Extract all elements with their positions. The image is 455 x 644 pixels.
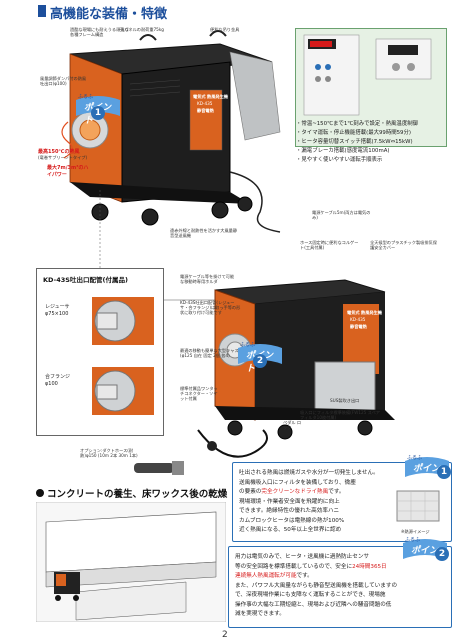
textline: 減を実現できます。 (235, 611, 285, 617)
top-panel-name: 静音電熱 (197, 108, 214, 113)
textline: できます。絶縁特性の優れた高効率ハニ (239, 508, 340, 514)
feature-list: 常温~150℃まで1℃刻みで設定・熱風温度制御 タイマ運転・停止機能搭載(最大9… (296, 120, 451, 165)
label-hot-air: 最高150℃の熱風 (38, 149, 80, 155)
top-front-panel (189, 89, 223, 151)
heater-caption: ※熱源イメージ (401, 529, 430, 534)
flange-size: φ100 (45, 381, 58, 387)
label-cover: 全天候型のプラスチック製吸排気保護安全カバー (370, 240, 437, 251)
textline: 現場環境・作業者安全面を飛躍的に向上 (239, 498, 340, 505)
section-title: コンクリートの養生、床ワックス後の乾燥 (47, 489, 228, 500)
label-handle: 便利な吊り金具 (210, 27, 240, 32)
point2-small-number: 2 (435, 547, 449, 561)
safety-info-box: 用力は電気のみで、ヒータ・送風機に過熱防止センサ 等の安全回路を標準搭載している… (228, 537, 452, 628)
bottom-machine-illustration (214, 279, 395, 440)
label-damper: 風量調節ダンパ付の熱風吐出口(φ100) (40, 76, 87, 87)
label-pedal: ペダル ロック (283, 420, 302, 431)
label-hi-way: 最大7m/3m³のハイパワー (47, 165, 89, 178)
textline-post: です。 (296, 573, 313, 579)
point1-small-number: 1 (437, 465, 451, 479)
textline: 送風機吸入口にフィルタを装備しており、微塵 (239, 479, 356, 486)
point1-small-furi: ふるふ (407, 455, 423, 461)
top-panel-brand: 電気式 熱風発生機 (193, 94, 228, 99)
duct-hose-illustration (134, 461, 184, 475)
accessory-outlet-box: KD-43S吐出口配管(付属品) レジューサ φ75×100 合フランジ φ10… (36, 268, 164, 436)
label-sheath: 遠赤外線と耐熱性を活かす大風量静音型送風機 (170, 228, 238, 239)
textline: カムブロックヒータは電熱線の熱が100% (239, 517, 345, 524)
top-panel-model: KD-435 (197, 101, 213, 106)
point2-furi: ふるふ (240, 342, 256, 348)
textline: で、深夜現場作業にも支障なく運転することができ、現場施 (235, 592, 386, 598)
label-duct: オプション:ダクトホース(耐熱)φ150 (10m 2本 30m 1本) (80, 448, 138, 459)
point-badge-2-small: ふるふ ポイント 2 (401, 535, 449, 569)
kd-box-title: KD-43S吐出口配管(付属品) (43, 276, 128, 284)
feature-item: ヒータ容量切替スイッチ搭載(7.5kW⇔15kW) (296, 138, 451, 147)
concrete-site-illustration (36, 502, 226, 622)
page-title: 高機能な装備・特徴 (50, 7, 168, 22)
textline: 用力は電気のみで、ヒータ・送風機に過熱防止センサ (235, 554, 370, 560)
textline: 操作事の大幅な工期短縮と、現場および近隣への騒音問題の低 (235, 601, 392, 608)
textline-highlight: 24時間365日 (352, 563, 387, 570)
feature-item: 常温~150℃まで1℃刻みで設定・熱風温度制御 (296, 120, 451, 129)
textline: 等の安全回路を標準搭載しているので、安全に24時間365日 (235, 563, 447, 573)
label-hot-air-sub: (竜巻サブリーントタイプ) (38, 155, 88, 160)
label-weight: 天パネルの耐荷重75kg (120, 27, 164, 32)
heater-block-image (396, 490, 440, 522)
point-badge-1: ふるふ ポイント 1 (74, 92, 120, 126)
bottom-panel-name: 静音電熱 (350, 324, 367, 329)
feature-item: 見やすく使いやすい運転手順表示 (296, 156, 451, 165)
textline-highlight: 完全クリーンなドライ熱風 (261, 489, 329, 495)
page-header: 高機能な装備・特徴 (0, 0, 455, 22)
textline-pre: 等の安全回路を標準搭載しているので、安全に (235, 563, 353, 570)
label-outlet: KD-43S吐出口配管(レジューサ・合フランジ)は取っ手等の形状に取り付け可能で… (180, 300, 241, 316)
bottom-panel-model: KD-435 (350, 317, 366, 322)
label-frame: 過酷な現場にも耐えうる頑強な各種フレーム構造 (70, 27, 129, 38)
point1-furi: ふるふ (78, 94, 94, 100)
safety-text: 用力は電気のみで、ヒータ・送風機に過熱防止センサ 等の安全回路を標準搭載している… (235, 553, 447, 620)
feature-item: タイマ運転・停止機能搭載(最大99時間59分) (296, 129, 451, 138)
top-machine-illustration (61, 30, 281, 233)
point1-small-label: ポイント (413, 464, 441, 487)
textline: また、パワフル大風量ながらも静音型送風機を搭載していますの (235, 582, 398, 589)
flange-label: 合フランジ (45, 374, 71, 380)
feature-item: 漏電ブレーカ搭載(感度電流100mA) (296, 147, 451, 156)
textline: の要素の完全クリーンなドライ熱風です。 (239, 488, 389, 498)
header-accent-bar (38, 5, 46, 17)
point2-number: 2 (253, 354, 267, 368)
point1-number: 1 (91, 106, 105, 120)
label-caster: 最適の移動も簡単な大型キャスター(φ125 自在 固定 2個 各4) (180, 348, 248, 359)
clean-heat-info-box: 吐出される熱風は燃焼ガスや水分が一切発生しません。 送風機吸入口にフィルタを装備… (232, 455, 452, 542)
bottom-panel-brand: 電気式 熱風発生機 (347, 310, 382, 315)
label-option-bag: SUS製吹き出口 (330, 398, 360, 403)
textline: 連続無人熱風運転が可能です。 (235, 572, 447, 582)
page-number: 2 (222, 630, 228, 640)
reducer-label: レジューサ (45, 304, 70, 310)
label-filter: 吸入口にフィルタ標準装備(FW125 スペアフィルタ10枚付属) (300, 410, 380, 421)
power-cable-illustration (197, 429, 268, 458)
textline: 近く熱風になる、50年以上全世界に認め (239, 527, 342, 533)
label-cable: 電源ケーブル5m(両方は電気のみ) (312, 210, 371, 221)
textline: 吐出される熱風は燃焼ガスや水分が一切発生しません。 (239, 470, 379, 476)
label-connector: 標準付属品ワンタッチコネクター・ソケット付属 (180, 386, 218, 402)
textline-pre: の要素の (239, 489, 262, 495)
section-bullet (36, 489, 44, 497)
point-badge-1-small: ふるふ ポイント 1 (403, 453, 451, 487)
label-hose: ホース固定時に便利なコルゲート(工具付属) (300, 240, 359, 251)
point2-small-label: ポイント (411, 546, 439, 569)
textline-post: です。 (328, 489, 345, 495)
reducer-size: φ75×100 (45, 311, 69, 317)
point-badge-2: ふるふ ポイント 2 (236, 340, 282, 374)
label-cable-hold: 電源ケーブル等を掛けて可能な移動時専用ホルダ (180, 274, 235, 285)
point2-small-furi: ふるふ (405, 537, 421, 543)
textline-highlight: 連続無人熱風運転が可能 (235, 573, 297, 579)
clean-heat-text: 吐出される熱風は燃焼ガスや水分が一切発生しません。 送風機吸入口にフィルタを装備… (239, 469, 389, 536)
